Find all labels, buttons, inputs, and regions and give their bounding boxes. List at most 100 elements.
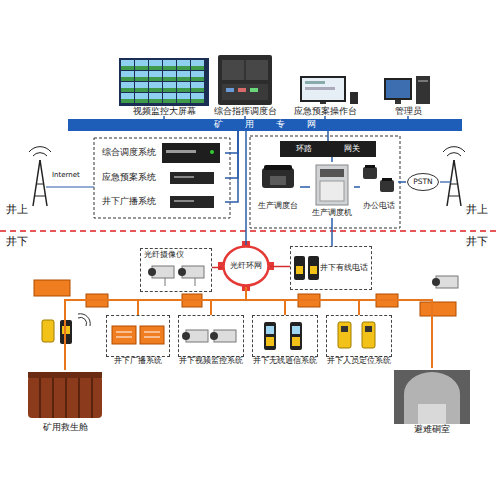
server-art	[162, 143, 220, 208]
network-link	[225, 131, 238, 153]
video-wall-art	[121, 60, 205, 104]
camera-art	[210, 332, 218, 340]
switch-cabinet-art	[316, 165, 348, 205]
node-label: 办公电话	[363, 202, 395, 211]
office-phone-art	[363, 167, 377, 179]
radio-phone-art	[290, 322, 302, 350]
system-group-outline	[94, 138, 230, 218]
radio-phone-art	[292, 326, 300, 334]
subsystem-box: 井下无线通信系统	[252, 315, 318, 357]
link-line	[46, 186, 94, 187]
section-label: 井上	[6, 204, 28, 216]
speaker-art	[140, 326, 164, 344]
antenna-art	[35, 196, 45, 197]
network-link	[327, 131, 329, 141]
system-item: 综合调度系统	[100, 143, 225, 163]
section-label: 井下	[6, 236, 28, 248]
emergency-console: 应急预案操作台	[290, 72, 360, 116]
switch-cabinet-art	[320, 169, 344, 177]
network-link	[225, 131, 238, 178]
speaker-art	[112, 326, 164, 344]
locator-tag-art	[338, 322, 351, 348]
desk-phone-art	[262, 165, 294, 188]
workstation-art	[386, 80, 410, 98]
antenna-art	[36, 184, 44, 185]
section-label: 井下	[466, 236, 488, 248]
rescue-capsule-art	[78, 378, 80, 418]
network-link	[354, 186, 360, 188]
console-art	[222, 84, 268, 100]
locator-tag-art	[341, 326, 348, 332]
camera-art	[195, 278, 196, 286]
refuge-chamber-art	[394, 370, 470, 424]
antenna-art	[29, 147, 51, 156]
rescue-capsule-art	[65, 378, 67, 418]
system-group-outline	[94, 138, 230, 218]
monitor-art	[320, 102, 326, 104]
junction-box-art	[432, 278, 440, 286]
video-wall-art	[119, 58, 209, 106]
surface-boundary-line	[0, 230, 500, 232]
node-label: 视频监控大屏幕	[133, 107, 196, 116]
ring-outline	[224, 247, 269, 286]
desk-phone-art	[264, 165, 292, 170]
node-label: 网关	[344, 145, 360, 153]
refuge-chamber-art	[404, 372, 460, 424]
gateway-device: 环路 网关	[280, 141, 376, 157]
server-art	[174, 200, 194, 202]
node-label: 井下有线电话	[320, 264, 368, 273]
antenna-art	[33, 160, 40, 206]
monitor-art	[302, 78, 344, 100]
node-label: 避难硐室	[414, 425, 450, 434]
node-label: PSTN	[413, 178, 432, 186]
dispatch-phone: 生产调度台	[256, 163, 300, 211]
speaker-art	[144, 332, 160, 333]
junction-box-art	[420, 302, 456, 316]
antenna-art	[450, 184, 458, 185]
radio-phone-art	[292, 337, 300, 346]
office-phone-art	[365, 165, 375, 168]
node-label: 应急预案系统	[102, 173, 156, 182]
subsystem-box: 井下人员定位系统	[326, 315, 392, 357]
console-art	[226, 88, 234, 92]
node-label: 光纤摄像仪	[144, 251, 184, 259]
workstation-art	[384, 78, 412, 100]
ring-node-art	[218, 241, 274, 291]
workstation-art	[416, 76, 430, 104]
rescue-capsule-art	[39, 378, 41, 418]
node-label: 综合指挥调度台	[214, 107, 277, 116]
console-art	[218, 55, 272, 105]
camera-art	[178, 268, 186, 276]
antenna-art	[40, 160, 47, 206]
speaker-art	[116, 332, 132, 333]
node-label: 环路	[296, 145, 312, 153]
console-art	[238, 88, 246, 92]
rescue-capsule: 矿用救生舱	[25, 370, 105, 422]
desk-phone-art	[270, 176, 286, 185]
console-art	[250, 88, 258, 92]
workstation-art	[395, 100, 401, 104]
ellipse-outline	[408, 174, 439, 191]
video-wall: 视频监控大屏幕	[116, 50, 212, 116]
console-art	[218, 55, 272, 105]
surface-boundary-line	[0, 231, 500, 232]
node-label: 井下视频监控系统	[179, 357, 243, 366]
console-art	[222, 60, 268, 80]
server-art	[174, 176, 194, 178]
radio-phone-art	[266, 326, 274, 334]
antenna-art	[443, 147, 465, 156]
node-label: 井下无线通信系统	[253, 357, 317, 366]
antenna-art	[29, 147, 465, 206]
office-phone-art	[380, 180, 394, 192]
office-phone-art	[363, 165, 394, 192]
mine-phone-art	[310, 266, 317, 274]
network-link	[246, 287, 432, 368]
monitor-art	[305, 87, 335, 90]
node-label: 矿用专网	[192, 120, 338, 129]
video-wall-art	[119, 58, 209, 106]
junction-box-art	[34, 280, 70, 296]
rescue-capsule-art	[28, 376, 102, 418]
radio-phone-art	[264, 322, 276, 350]
